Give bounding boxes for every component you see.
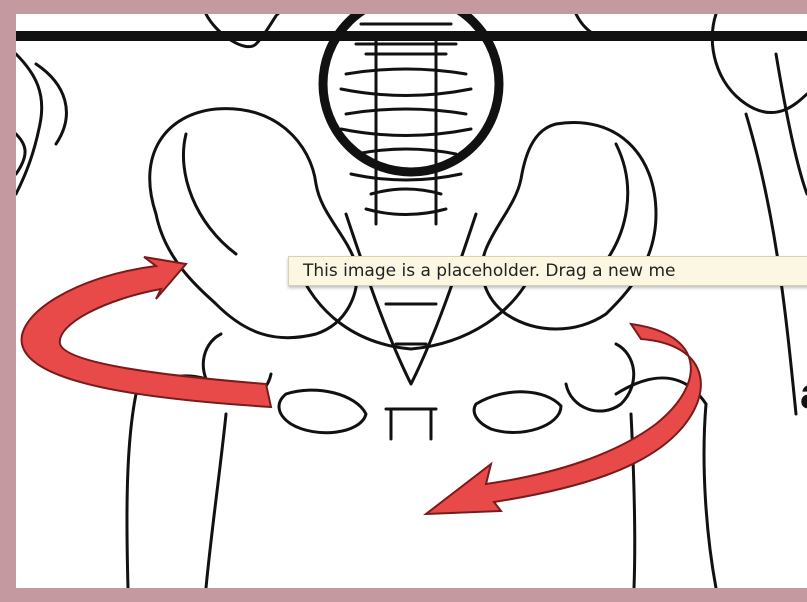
truncated-label: a [800, 372, 807, 416]
placeholder-image[interactable]: This image is a placeholder. Drag a new … [16, 14, 807, 588]
lumbar-spine [341, 24, 471, 224]
rotation-arrow-right [426, 324, 701, 514]
pelvis-illustration [16, 14, 807, 588]
right-hand-sketch [576, 14, 807, 414]
rotation-arrow-left [22, 257, 271, 407]
placeholder-tooltip: This image is a placeholder. Drag a new … [288, 256, 807, 286]
